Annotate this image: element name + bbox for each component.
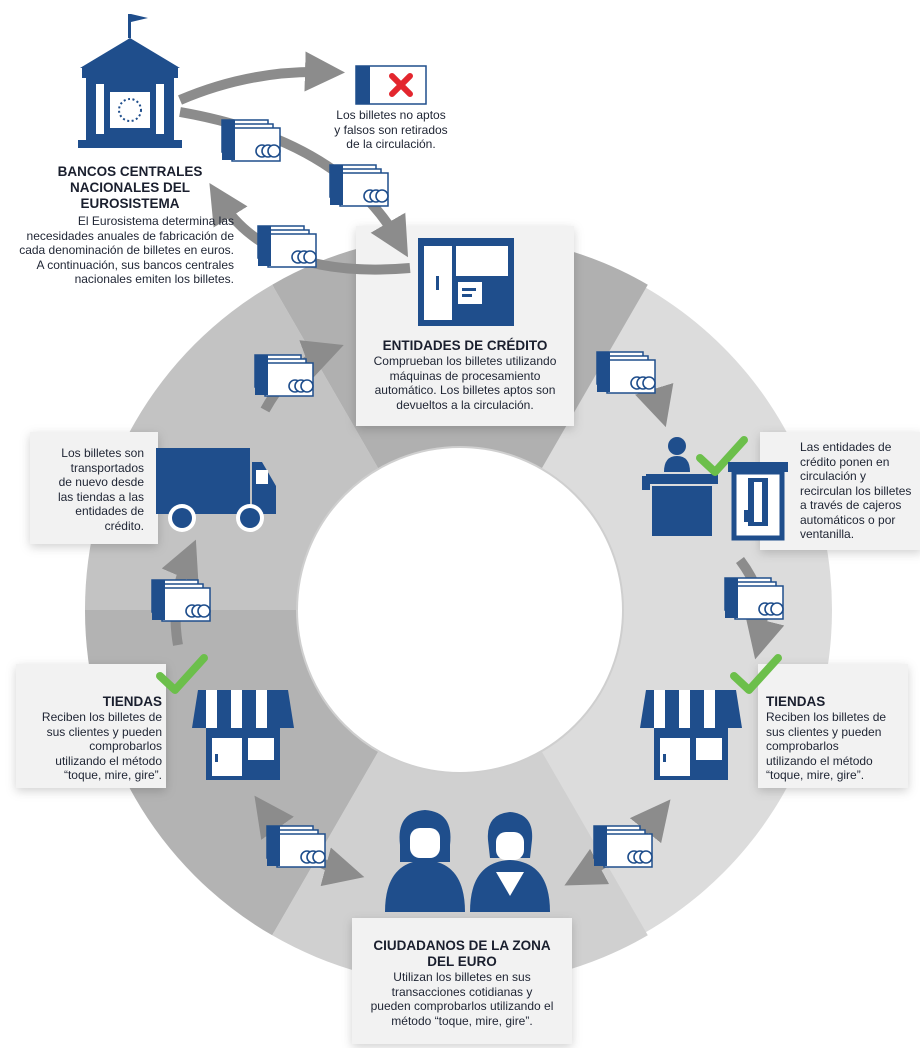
citizens-panel: [352, 918, 572, 1044]
notes-icon: [596, 351, 656, 394]
shops-left-label: TIENDAS Reciben los billetes de sus clie…: [20, 694, 162, 783]
text-line: Los billetes son: [61, 446, 144, 460]
text-line: utilizando el método: [55, 753, 162, 768]
text-line: El Eurosistema determina las: [77, 214, 234, 228]
text-line: automáticos o por: [800, 512, 896, 527]
text-line: transacciones cotidianas y: [391, 984, 533, 999]
text-line: circulación y: [800, 469, 867, 483]
text-line: necesidades anuales de fabricación de: [26, 228, 234, 243]
citizens-icon: [385, 810, 550, 912]
text-line: devueltos a la circulación.: [396, 397, 534, 412]
withdrawn-label: Los billetes no aptos y falsos son retir…: [316, 108, 466, 152]
shop-icon-right: [640, 690, 742, 780]
text-line: Reciben los billetes de: [766, 710, 887, 724]
text-line: las tiendas a las: [57, 489, 144, 504]
shops-left-panel: [16, 664, 166, 788]
citizens-title-2: DEL EURO: [427, 954, 497, 969]
text-line: transportados: [70, 460, 144, 475]
text-line: cada denominación de billetes en euros.: [19, 243, 234, 257]
text-line: automático. Los billetes aptos son: [374, 383, 556, 397]
text-line: pueden comprobarlos utilizando el: [370, 999, 554, 1013]
text-line: utilizando el método: [766, 753, 873, 768]
counting-machine-icon: [418, 238, 514, 326]
text-line: crédito ponen en: [800, 454, 890, 469]
text-line: comprobarlos: [89, 739, 162, 753]
arrow-to-withdrawn: [178, 51, 345, 105]
credit-institutions-label: ENTIDADES DE CRÉDITO Comprueban los bill…: [360, 338, 570, 412]
withdrawn-note-icon: [355, 65, 427, 105]
text-line: recirculan los billetes: [800, 483, 912, 498]
transport-panel: [30, 432, 158, 544]
notes-icon: [221, 119, 281, 162]
notes-icon: [593, 825, 653, 868]
central-bank-icon: [78, 14, 182, 148]
notes-icon: [257, 225, 317, 268]
text-line: ventanilla.: [800, 527, 855, 541]
text-line: sus clientes y pueden: [46, 724, 162, 739]
text-line: de nuevo desde: [58, 475, 144, 489]
text-line: sus clientes y pueden: [766, 724, 882, 739]
central-bank-label: BANCOS CENTRALES NACIONALES DEL EUROSIST…: [32, 164, 228, 212]
notes-icon: [151, 579, 211, 622]
text-line: a través de cajeros: [800, 498, 902, 512]
credit-institutions-title: ENTIDADES DE CRÉDITO: [382, 338, 548, 353]
truck-icon: [156, 448, 276, 532]
notes-icon: [724, 577, 784, 620]
central-bank-title-3: EUROSISTEMA: [80, 196, 180, 211]
central-bank-title-1: BANCOS CENTRALES: [57, 164, 203, 179]
citizens-title-1: CIUDADANOS DE LA ZONA: [373, 938, 551, 953]
arrow-bank-to-credit: [179, 107, 409, 258]
text-line: y falsos son retirados: [334, 122, 448, 137]
notes-icon: [329, 164, 389, 207]
text-line: máquinas de procesamiento: [389, 368, 541, 383]
distribution-panel: [760, 432, 920, 550]
text-line: “toque, mire, gire”.: [63, 768, 162, 782]
text-line: A continuación, sus bancos centrales: [36, 257, 234, 272]
shop-icon-left: [192, 690, 294, 780]
shops-right-panel: [758, 664, 908, 788]
text-line: Comprueban los billetes utilizando: [373, 354, 557, 368]
notes-icon: [254, 354, 314, 397]
shops-left-title: TIENDAS: [102, 694, 162, 709]
text-line: de la circulación.: [346, 137, 436, 151]
central-bank-title-2: NACIONALES DEL: [69, 180, 190, 195]
text-line: Las entidades de: [800, 440, 892, 454]
shops-right-title: TIENDAS: [766, 694, 826, 709]
text-line: Utilizan los billetes en sus: [393, 970, 531, 984]
text-line: Los billetes no aptos: [336, 108, 446, 122]
text-line: comprobarlos: [766, 739, 839, 753]
transport-label: Los billetes son transportados de nuevo …: [34, 446, 144, 533]
text-line: nacionales emiten los billetes.: [74, 272, 234, 286]
distribution-label: Las entidades de crédito ponen en circul…: [800, 440, 918, 542]
bank-counter-icon: [642, 437, 718, 536]
notes-icon: [266, 825, 326, 868]
shops-right-label: TIENDAS Reciben los billetes de sus clie…: [766, 694, 906, 783]
central-bank-description: El Eurosistema determina las necesidades…: [10, 214, 234, 287]
text-line: Reciben los billetes de: [41, 710, 162, 724]
text-line: entidades de: [75, 504, 144, 518]
text-line: “toque, mire, gire”.: [766, 768, 865, 782]
center-hole: [296, 446, 624, 774]
text-line: crédito.: [104, 518, 144, 533]
citizens-label: CIUDADANOS DE LA ZONA DEL EURO Utilizan …: [356, 938, 568, 1028]
text-line: método “toque, mire, gire”.: [391, 1013, 533, 1028]
atm-icon: [728, 462, 788, 541]
